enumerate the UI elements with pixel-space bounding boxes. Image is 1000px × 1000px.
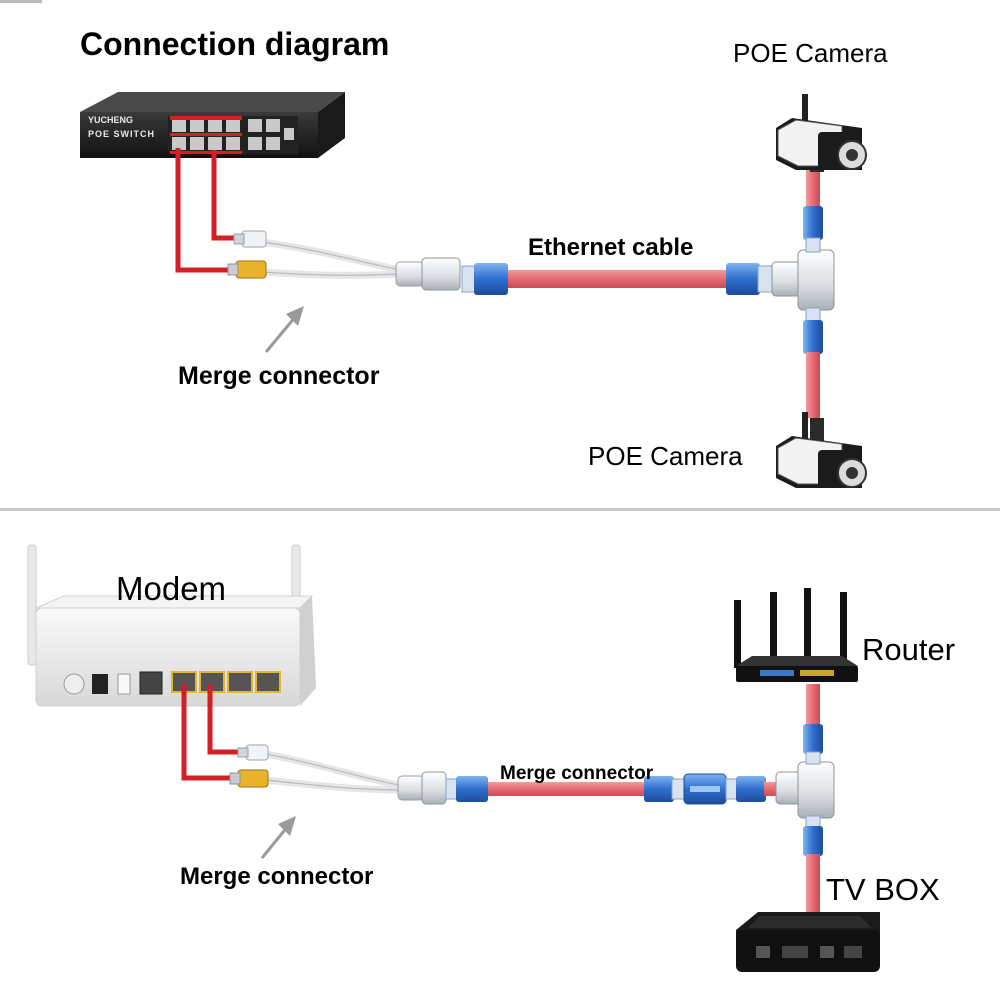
t-splitter-bottom — [775, 761, 835, 819]
poe-switch — [80, 92, 345, 158]
diagram-title: Connection diagram — [80, 26, 390, 62]
modem — [27, 544, 316, 707]
poe-camera-top-label: POE Camera — [733, 38, 888, 68]
router-label: Router — [862, 632, 956, 667]
merge-arrow-top — [264, 306, 304, 353]
ethernet-cable-label: Ethernet cable — [528, 234, 694, 261]
switch-type-label: POE SWITCH — [88, 129, 156, 139]
merge-cable-label: Merge connector — [500, 763, 654, 784]
corner-mark — [0, 0, 42, 3]
merge-splitter-bottom — [229, 744, 447, 805]
tv-box — [736, 912, 880, 972]
router — [734, 588, 858, 682]
modem-label: Modem — [116, 570, 227, 607]
poe-camera-bottom — [776, 412, 867, 488]
switch-brand-label: YUCHENG — [88, 115, 134, 125]
switch-wires — [175, 148, 240, 273]
camera-cables-top — [803, 168, 823, 418]
section-divider — [0, 508, 1000, 511]
ethernet-cable-top — [461, 263, 773, 295]
modem-wires — [181, 684, 244, 781]
tv-box-label: TV BOX — [826, 872, 940, 907]
merge-connector-top-label: Merge connector — [178, 362, 380, 390]
merge-arrow-bottom — [260, 816, 296, 859]
merge-cable-bottom — [445, 773, 780, 805]
poe-camera-bottom-label: POE Camera — [588, 441, 743, 471]
merge-splitter-top — [227, 230, 461, 291]
t-splitter-top — [771, 249, 835, 311]
merge-connector-bottom-label: Merge connector — [180, 863, 374, 890]
poe-camera-top — [776, 94, 867, 172]
device-cables-bottom — [803, 684, 823, 914]
